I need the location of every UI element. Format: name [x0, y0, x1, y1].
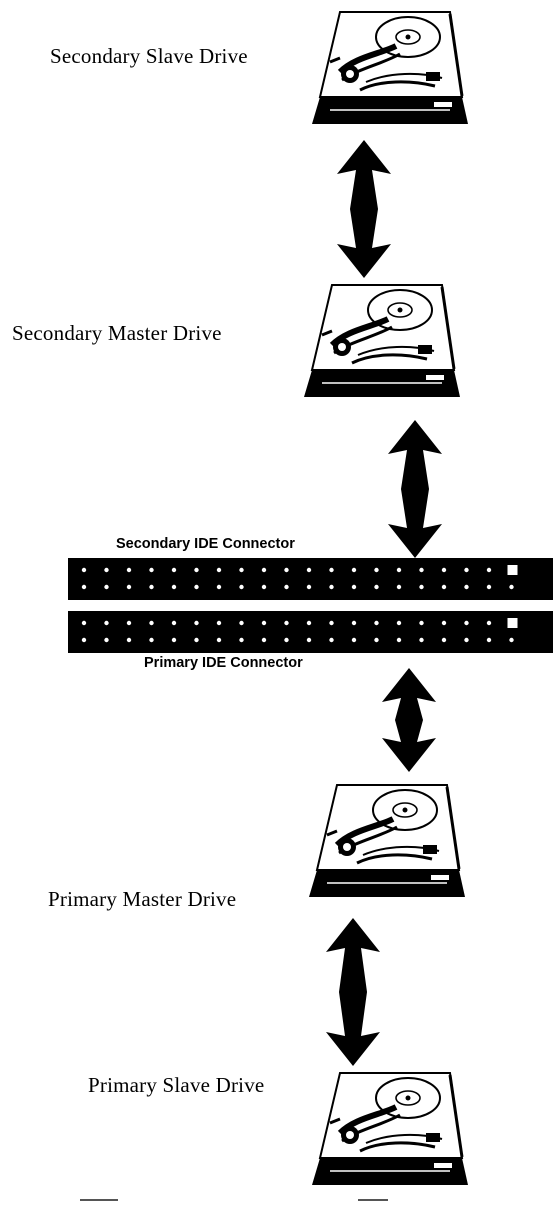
- secondary-ide-connector-label: Secondary IDE Connector: [116, 536, 295, 552]
- primary-master-label: Primary Master Drive: [48, 887, 237, 911]
- double-arrow-icon: [378, 668, 440, 777]
- double-arrow-icon: [384, 420, 446, 563]
- primary-slave-label: Primary Slave Drive: [88, 1073, 265, 1097]
- double-arrow-shape: [337, 140, 391, 278]
- primary-ide-connector-label: Primary IDE Connector: [144, 655, 303, 671]
- secondary-slave-label: Secondary Slave Drive: [50, 44, 248, 68]
- ide-pin-rows: [68, 611, 553, 653]
- scan-artifact: [80, 1199, 118, 1201]
- scan-artifact: [358, 1199, 388, 1201]
- hard-drive-icon: [309, 784, 465, 897]
- primary-slave-drive-icon: [300, 1063, 470, 1193]
- hard-drive-icon: [312, 1072, 468, 1185]
- secondary-slave-drive-icon: [300, 2, 470, 132]
- double-arrow-shape: [388, 420, 442, 558]
- secondary-master-drive-icon: [292, 275, 462, 405]
- secondary-master-label: Secondary Master Drive: [12, 321, 222, 345]
- primary-master-drive-icon: [297, 775, 467, 905]
- double-arrow-shape: [382, 668, 436, 772]
- hard-drive-icon: [312, 11, 468, 124]
- double-arrow-icon: [322, 918, 384, 1071]
- secondary-ide-connector-icon: [68, 558, 553, 600]
- double-arrow-icon: [333, 140, 395, 283]
- ide-pin-rows: [68, 558, 553, 600]
- double-arrow-shape: [326, 918, 380, 1066]
- hard-drive-icon: [304, 284, 460, 397]
- primary-ide-connector-icon: [68, 611, 553, 653]
